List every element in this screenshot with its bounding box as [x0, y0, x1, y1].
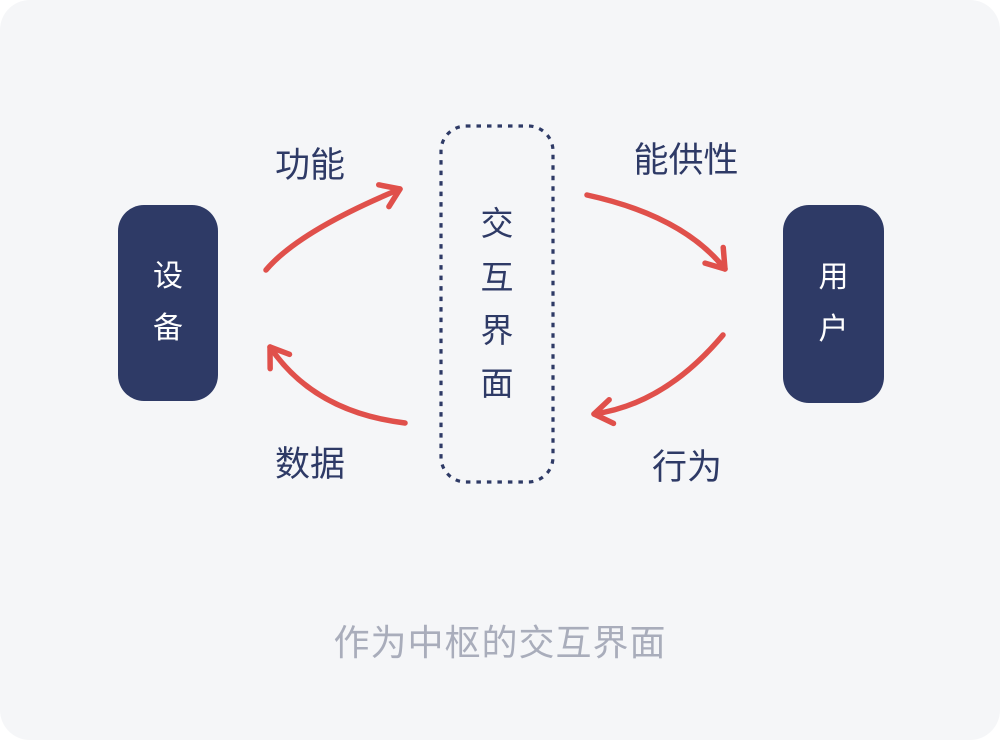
edge-label-behavior: 行为: [651, 448, 722, 487]
arrow-interface-to-user: [584, 192, 728, 272]
arrow-user-to-interface: [591, 332, 726, 427]
interface-node: 交 互 界 面: [480, 205, 514, 403]
interface-dashed-border: [439, 124, 555, 484]
device-node: 设 备: [118, 205, 218, 401]
edge-label-function: 功能: [274, 146, 345, 185]
edge-label-affordance: 能供性: [633, 141, 739, 180]
arrow-device-to-interface: [263, 182, 403, 273]
user-node: 用 户: [783, 205, 884, 403]
edge-label-data: 数据: [274, 445, 345, 484]
arrow-interface-to-device: [267, 344, 408, 426]
diagram-caption: 作为中枢的交互界面: [333, 622, 667, 663]
